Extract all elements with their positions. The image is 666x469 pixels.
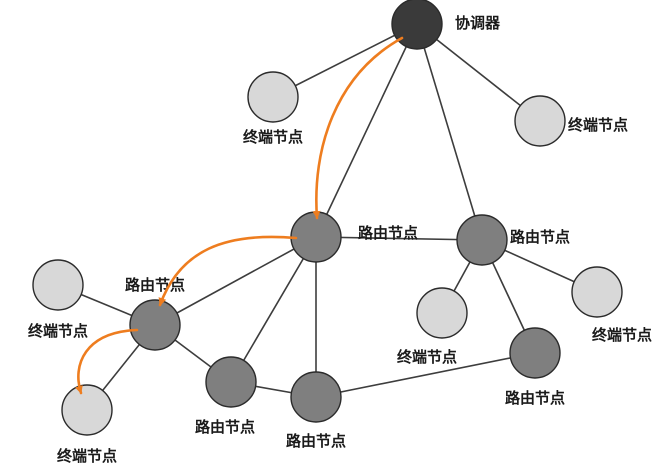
node-label-end-top-left: 终端节点 <box>243 128 303 146</box>
node-label-router-center: 路由节点 <box>358 224 418 242</box>
link-router-center-to-router-bottom-a <box>230 236 317 383</box>
flow-arrow-router-center-to-router-left <box>158 235 298 307</box>
router-node-router-left <box>129 299 181 351</box>
nodes-layer <box>32 0 623 436</box>
node-label-end-bottom-left: 终端节点 <box>57 447 117 464</box>
link-router-center-to-router-right <box>315 236 483 241</box>
node-label-router-bottom-a: 路由节点 <box>195 418 255 436</box>
labels-layer: 协调器终端节点终端节点路由节点路由节点路由节点终端节点终端节点路由节点路由节点终… <box>28 14 652 465</box>
link-coordinator-to-end-top-left <box>272 23 418 98</box>
link-router-bottom-b-to-router-bottom-right <box>315 352 536 398</box>
router-node-router-bottom-b <box>290 371 342 423</box>
node-label-router-bottom-right: 路由节点 <box>505 389 565 407</box>
node-label-router-right: 路由节点 <box>510 228 570 246</box>
router-node-router-bottom-a <box>205 356 257 408</box>
flow-arrow-coordinator-to-router-center <box>312 36 404 220</box>
node-label-end-top-right: 终端节点 <box>568 116 628 134</box>
end-node-end-left <box>32 259 84 311</box>
flow-arrow-router-left-to-end-bottom-left <box>75 328 139 395</box>
end-node-end-top-left <box>247 71 299 123</box>
node-label-router-bottom-b: 路由节点 <box>286 432 346 450</box>
end-node-end-top-right <box>514 95 566 147</box>
node-label-router-left: 路由节点 <box>125 276 185 294</box>
node-label-end-far-right: 终端节点 <box>592 326 652 344</box>
link-coordinator-to-end-top-right <box>416 23 541 122</box>
link-router-center-to-router-left <box>154 236 317 326</box>
end-node-end-bottom-left <box>61 384 113 436</box>
node-label-end-right-mid: 终端节点 <box>397 348 457 366</box>
router-node-router-bottom-right <box>509 327 561 379</box>
router-node-router-right <box>456 214 508 266</box>
link-coordinator-to-router-right <box>416 23 483 241</box>
end-node-end-right-mid <box>416 287 468 339</box>
flow-layer <box>75 36 404 395</box>
link-coordinator-to-router-center <box>315 23 418 238</box>
coordinator-node-coordinator <box>391 0 443 50</box>
node-label-end-left: 终端节点 <box>28 322 88 340</box>
end-node-end-far-right <box>571 266 623 318</box>
node-label-coordinator: 协调器 <box>455 14 501 32</box>
router-node-router-center <box>290 211 342 263</box>
